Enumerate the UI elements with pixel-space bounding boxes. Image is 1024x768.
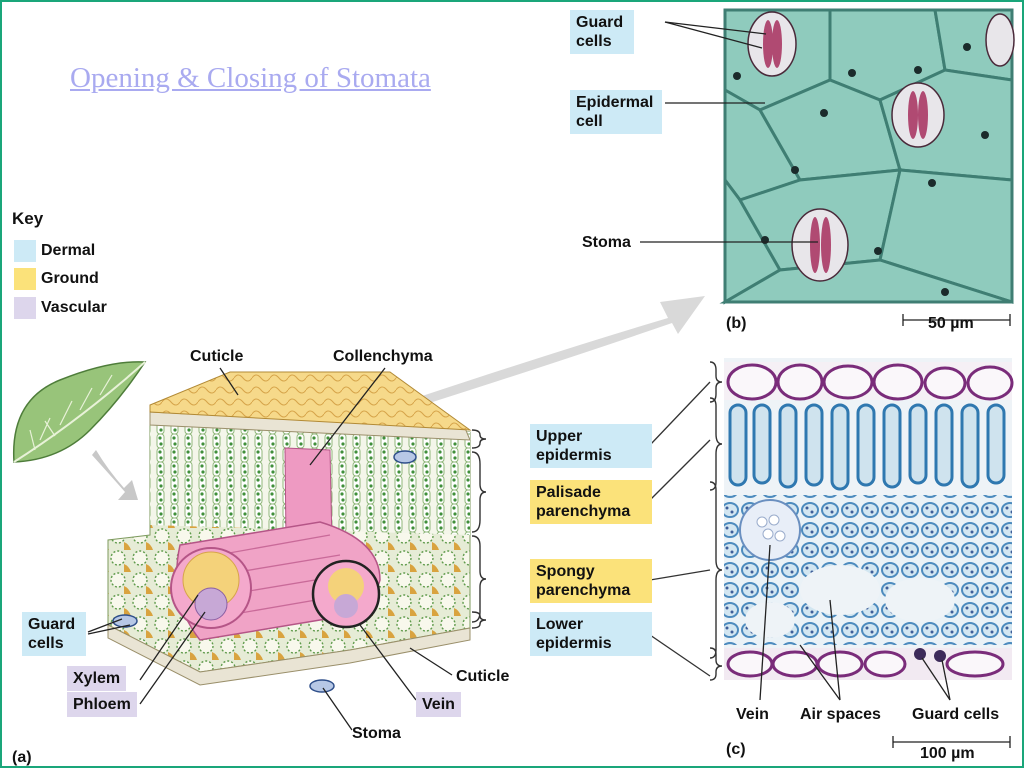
- label-phloem: Phloem: [67, 692, 137, 717]
- label-guard-cells-b: Guard cells: [570, 10, 634, 54]
- panel-b-scale-label: 50 µm: [928, 315, 974, 332]
- key-heading: Key: [12, 209, 44, 228]
- label-lower-epidermis-text: Lower epidermis: [536, 616, 612, 652]
- layer-connector-lines: [649, 381, 711, 677]
- label-upper-epidermis-text: Upper epidermis: [536, 428, 612, 464]
- key-label-vascular: Vascular: [41, 299, 107, 316]
- label-collenchyma: Collenchyma: [333, 348, 433, 365]
- label-guard-cells-b-text: Guard cells: [576, 14, 624, 50]
- label-cuticle-bottom: Cuticle: [456, 668, 510, 685]
- label-spongy-text: Spongy parenchyma: [536, 563, 631, 599]
- key-swatch-vascular: [14, 297, 36, 319]
- label-stoma-a: Stoma: [352, 725, 401, 742]
- label-palisade-text: Palisade parenchyma: [536, 484, 631, 520]
- panel-c-scale-label: 100 µm: [920, 745, 975, 762]
- label-epidermal-cell: Epidermal cell: [570, 90, 662, 134]
- key-label-ground: Ground: [41, 270, 99, 287]
- panel-b-leader-lines: [640, 21, 1011, 326]
- panel-a-leader-lines: [87, 367, 453, 731]
- layer-brackets-left: [471, 429, 487, 629]
- label-epidermal-cell-text: Epidermal cell: [576, 94, 654, 130]
- label-palisade-parenchyma: Palisade parenchyma: [530, 480, 652, 524]
- label-xylem: Xylem: [67, 666, 127, 691]
- panel-b-tag: (b): [726, 315, 747, 332]
- label-stoma-b: Stoma: [582, 234, 631, 251]
- slide-title-link[interactable]: Opening & Closing of Stomata: [70, 62, 431, 94]
- leaf-illustration: [12, 361, 147, 500]
- panel-a-tag: (a): [12, 749, 32, 766]
- layer-brackets-right: [709, 361, 723, 681]
- label-upper-epidermis: Upper epidermis: [530, 424, 652, 468]
- label-guard-cells-a-text: Guard cells: [28, 616, 76, 652]
- label-vein-a: Vein: [416, 692, 461, 717]
- label-lower-epidermis: Lower epidermis: [530, 612, 652, 656]
- panel-c-leader-lines: [759, 544, 1011, 748]
- micrograph-epidermis: [719, 8, 1015, 305]
- label-guard-cells-c: Guard cells: [912, 706, 1000, 723]
- label-spongy-parenchyma: Spongy parenchyma: [530, 559, 652, 603]
- key-swatch-ground: [14, 268, 36, 290]
- panel-c-tag: (c): [726, 741, 746, 758]
- key-label-dermal: Dermal: [41, 242, 96, 259]
- key-swatch-dermal: [14, 240, 36, 262]
- label-cuticle-top: Cuticle: [190, 348, 244, 365]
- label-air-spaces: Air spaces: [800, 706, 881, 723]
- arrow-to-micrograph: [395, 296, 705, 413]
- micrograph-leaf-cross-section: [724, 358, 1014, 680]
- label-guard-cells-a: Guard cells: [22, 612, 86, 656]
- label-vein-c: Vein: [736, 706, 769, 723]
- leaf-cross-section-block: [107, 371, 472, 693]
